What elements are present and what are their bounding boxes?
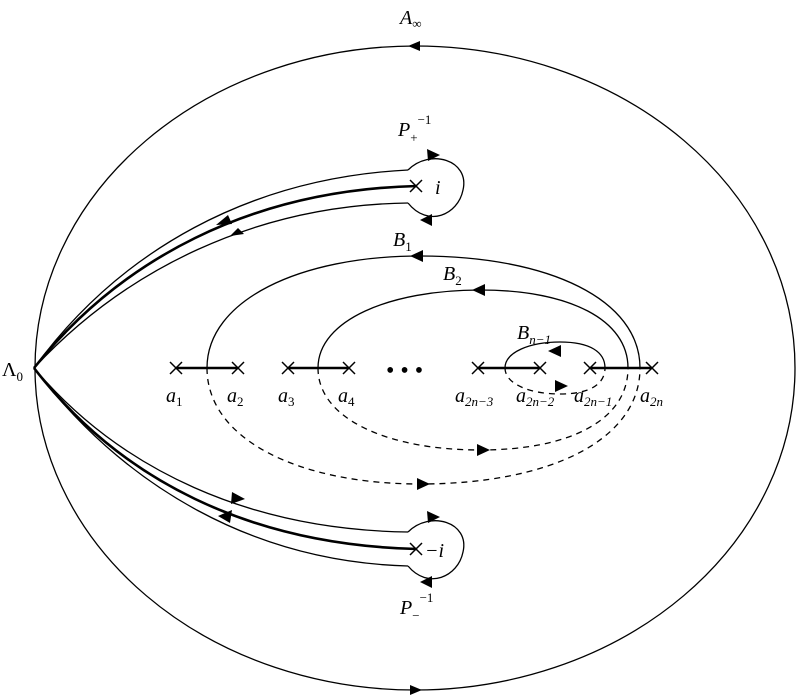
lower-path-to-minus-i-inner [33,367,409,567]
arrow-low-path-back [218,510,232,523]
contour-b1-solid [206,255,641,369]
label-b1: B1 [393,229,412,254]
cross-a2 [231,361,245,375]
thick-cut-to-i [32,184,418,369]
label-a4: a4 [338,385,355,409]
arrow-b2-bottom [477,444,490,456]
arrow-a-infinity-top [408,41,420,51]
label-bn1: Bn−1 [517,322,551,347]
label-p-plus: P+−1 [397,112,431,145]
label-a-infinity: A∞ [398,7,422,31]
label-a2n2: a2n−2 [516,385,555,409]
cross-a2n3 [471,361,485,375]
cross-a4 [342,361,356,375]
arrow-up-path-back [230,228,244,236]
arrow-bn1-top [548,345,561,357]
label-lambda0: Λ0 [2,359,23,384]
arrow-b1-top [410,250,423,262]
cross-a2n1 [583,361,597,375]
lower-path-to-minus-i-outer [33,367,409,533]
arrow-up-path-out [216,215,232,225]
upper-path-to-i-outer [33,169,409,369]
contour-bn1-solid [504,341,606,369]
label-dots: • • • [386,358,423,384]
cross-i [409,179,423,193]
label-a2: a2 [227,385,244,409]
arrow-loop-minus-i-top [427,511,440,523]
arrow-loop-minus-i-bottom [420,576,432,588]
cross-a2n2 [533,361,547,375]
label-b2: B2 [443,263,462,288]
label-a2n3: a2n−3 [455,385,494,409]
cross-a2n [645,361,659,375]
contour-b2-solid [317,289,629,369]
thick-cut-to-minus-i [32,367,418,551]
label-a1: a1 [166,385,183,409]
label-p-minus: P−−1 [399,590,433,623]
label-a3: a3 [278,385,295,409]
arrow-b2-top [472,284,485,296]
label-minus-i: −i [425,540,444,562]
label-a2n: a2n [640,385,663,409]
arrow-loop-i-bottom [420,214,432,226]
cross-a3 [281,361,295,375]
cross-minus-i [409,542,423,556]
contour-b2-dashed [317,367,629,451]
label-a2n1: a2n−1 [574,385,612,409]
arrow-bn1-bottom [555,380,568,392]
arrow-a-infinity-bottom [410,685,422,695]
label-i: i [435,177,441,199]
contour-bn1-dashed [504,367,606,395]
arrow-low-path-out [231,492,245,504]
cross-a1 [169,361,183,375]
arrow-loop-i-top [427,149,440,161]
arrow-b1-bottom [417,478,430,490]
upper-path-to-i-inner [33,202,409,369]
